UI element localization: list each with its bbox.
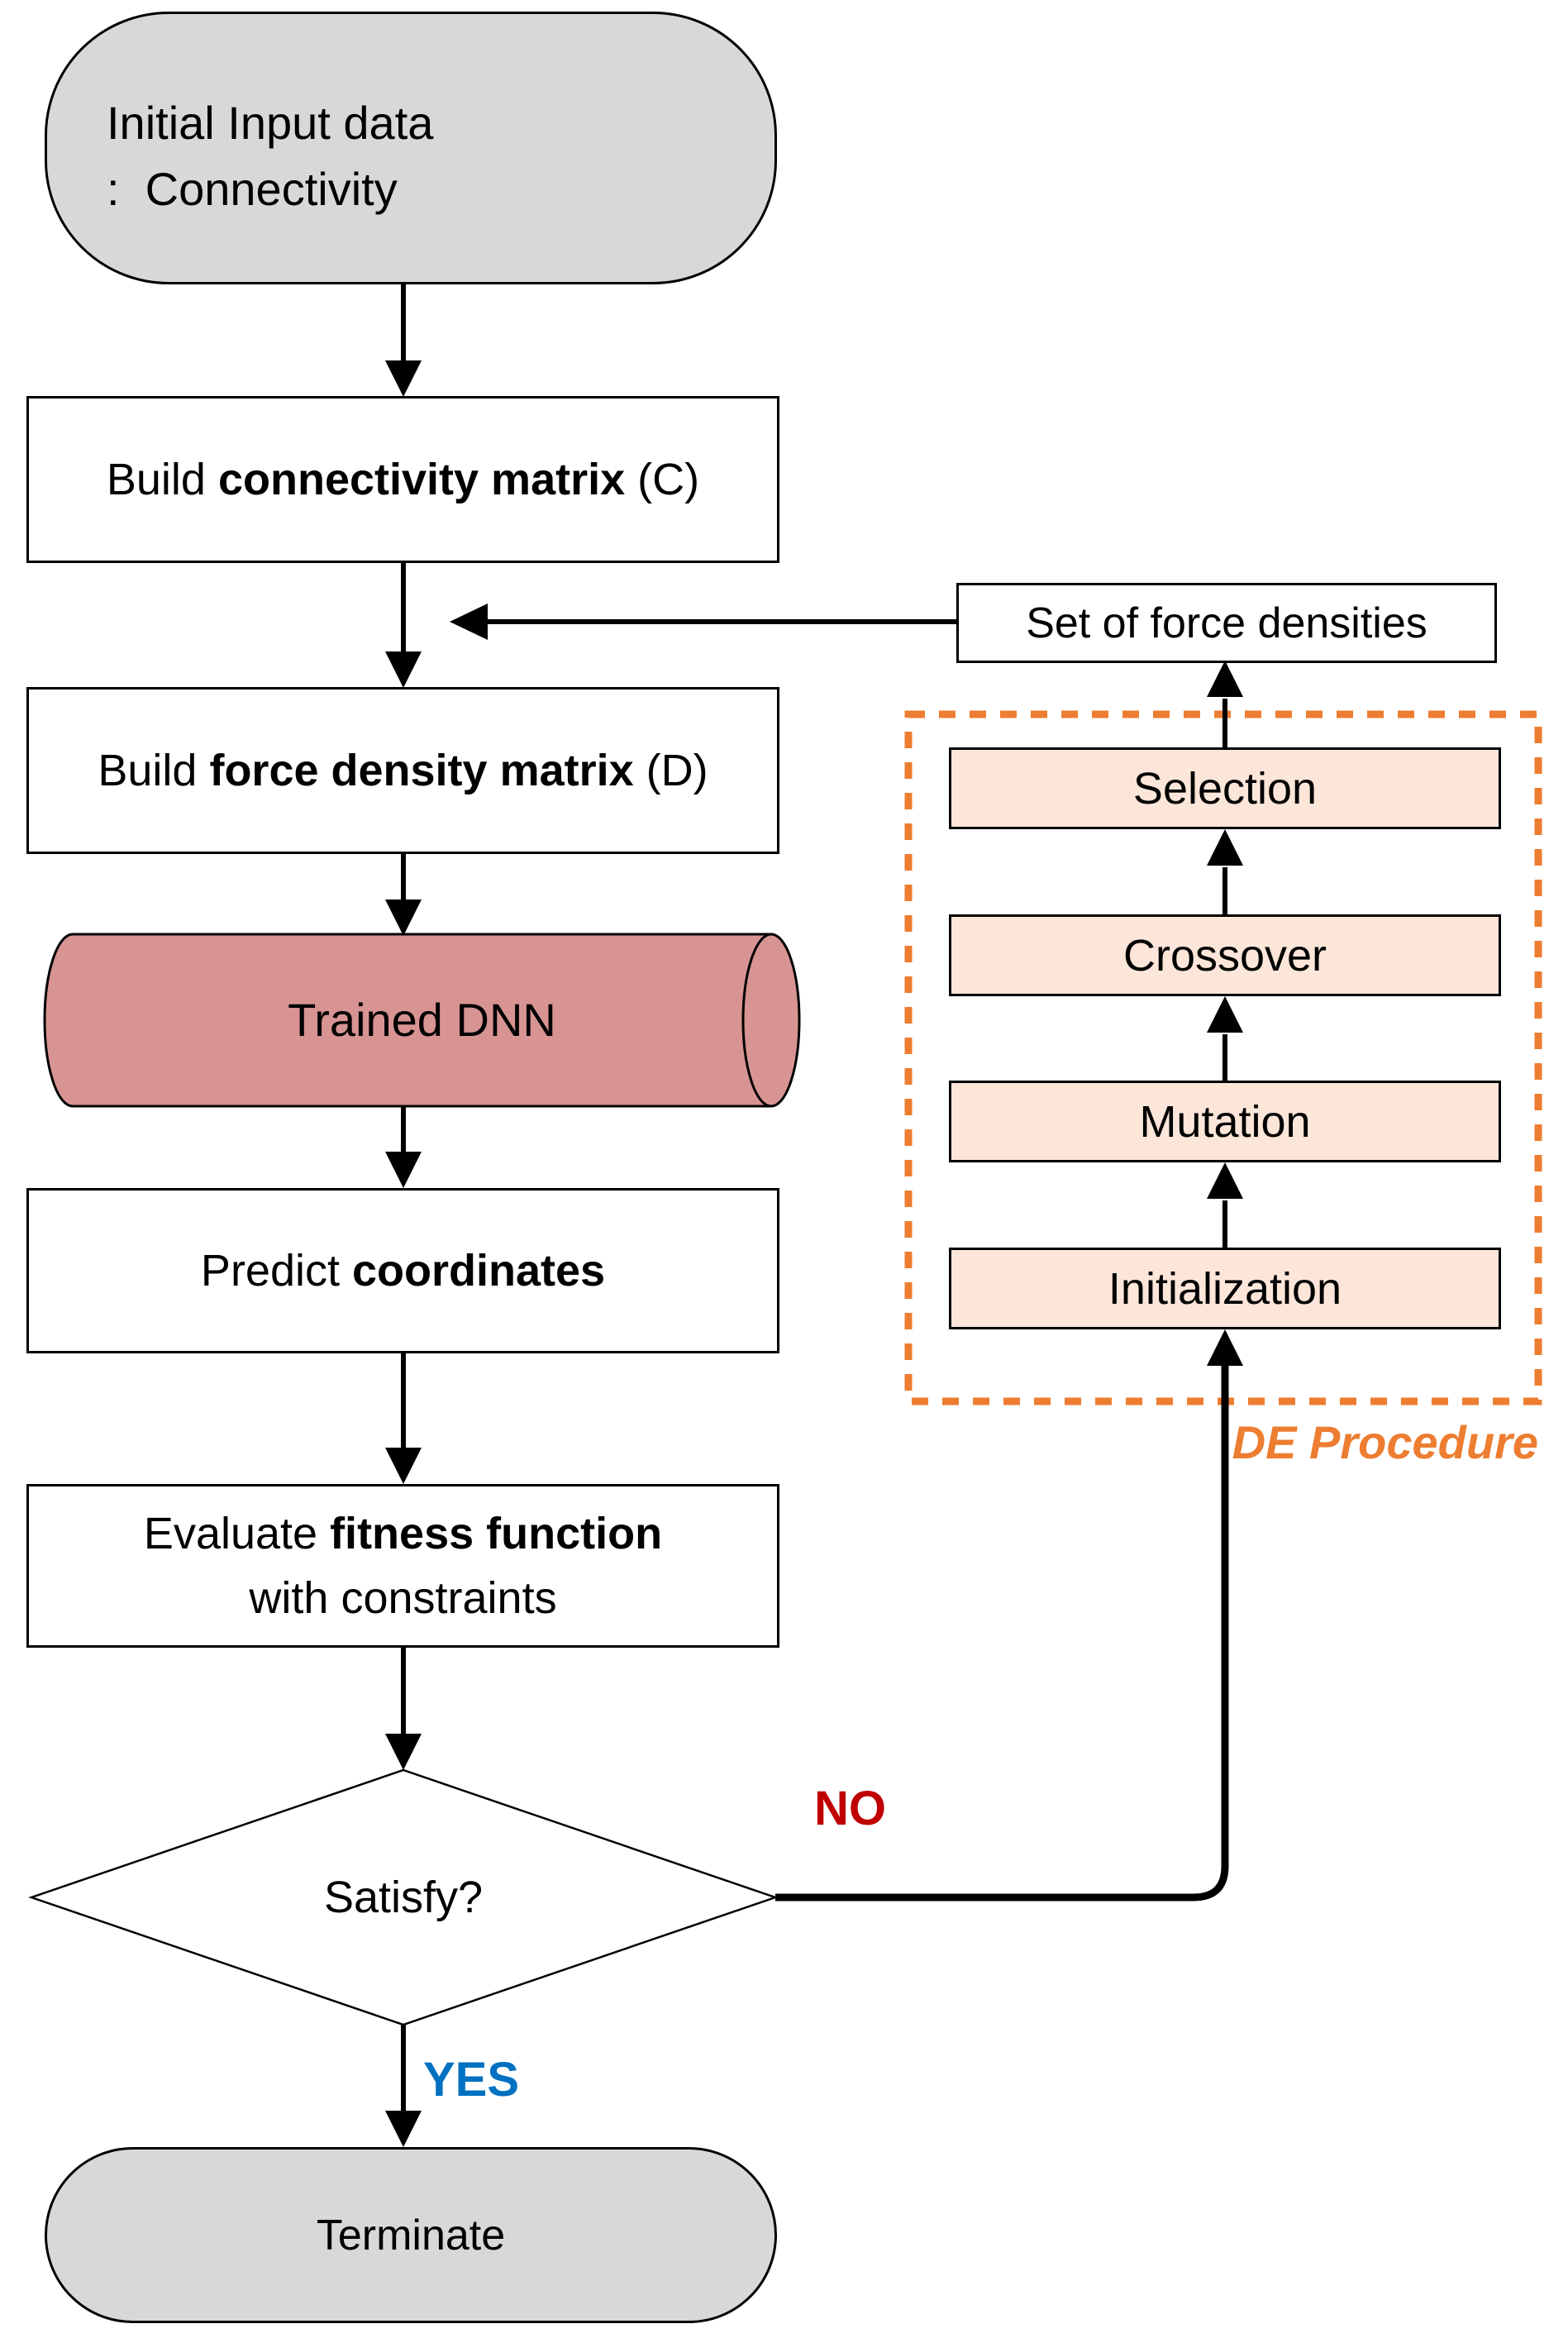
initial-input-line1: Initial Input data [107, 97, 434, 149]
build-connectivity-label: Build connectivity matrix (C) [106, 455, 700, 504]
node-de-mutation: Mutation [949, 1081, 1501, 1162]
de-initialization-label: Initialization [1108, 1263, 1342, 1314]
node-de-selection: Selection [949, 747, 1501, 829]
evaluate-fitness-line1: Evaluate fitness function [143, 1509, 663, 1558]
de-procedure-caption: DE Procedure [1232, 1416, 1538, 1468]
trained-dnn-cylinder [43, 933, 801, 1108]
terminate-label: Terminate [316, 2211, 506, 2259]
evaluate-fitness-line2: with constraints [249, 1573, 557, 1623]
trained-dnn-label: Trained DNN [288, 994, 556, 1046]
de-selection-label: Selection [1132, 763, 1318, 814]
node-de-crossover: Crossover [949, 914, 1501, 996]
node-de-initialization: Initialization [949, 1248, 1501, 1329]
node-build-connectivity-matrix: Build connectivity matrix (C) [26, 396, 779, 563]
node-trained-dnn: Trained DNN [45, 934, 799, 1106]
build-force-density-label: Build force density matrix (D) [98, 746, 708, 795]
predict-coordinates-label: Predict coordinates [200, 1246, 606, 1296]
de-mutation-label: Mutation [1139, 1096, 1311, 1147]
branch-label-no: NO [814, 1782, 886, 1835]
node-predict-coordinates: Predict coordinates [26, 1188, 779, 1353]
initial-input-line2: : Connectivity [107, 163, 398, 215]
node-evaluate-fitness: Evaluate fitness function with constrain… [26, 1484, 779, 1648]
branch-label-yes: YES [423, 2053, 520, 2107]
node-initial-input: Initial Input data : Connectivity [45, 12, 777, 284]
node-terminate: Terminate [45, 2147, 777, 2323]
node-build-force-density-matrix: Build force density matrix (D) [26, 687, 779, 854]
cylinder-cap-rim [741, 933, 772, 1108]
decision-label: Satisfy? [323, 1873, 484, 1922]
node-set-of-force-densities: Set of force densities [956, 583, 1497, 663]
node-decision-satisfy: Satisfy? [31, 1770, 775, 2025]
set-of-force-densities-label: Set of force densities [1026, 599, 1427, 647]
de-crossover-label: Crossover [1122, 930, 1327, 981]
flow-arrows [385, 284, 1243, 2147]
